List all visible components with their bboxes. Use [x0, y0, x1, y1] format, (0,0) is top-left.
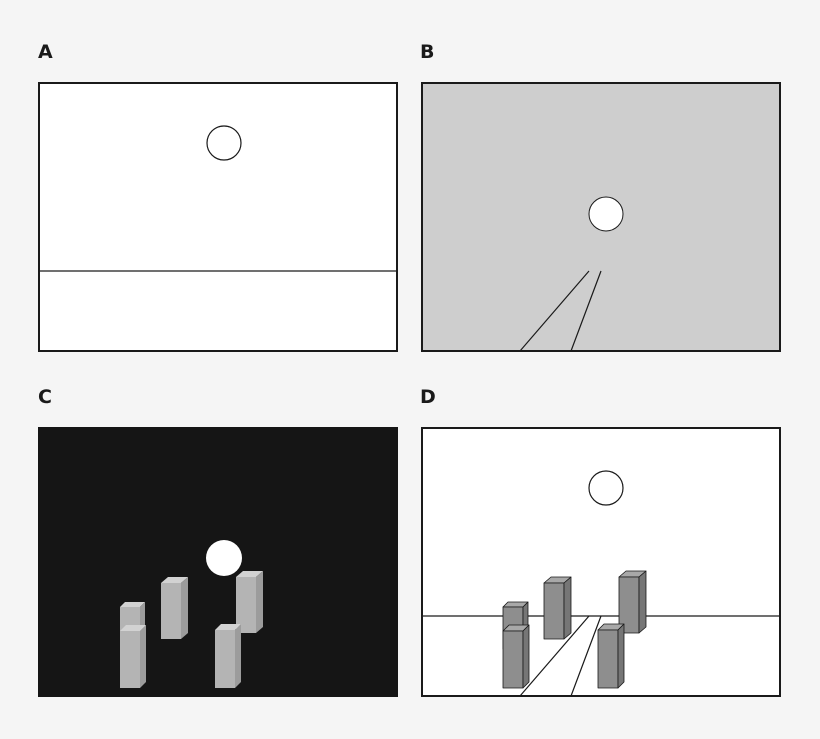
road-right-edge — [570, 270, 602, 352]
sun-icon — [588, 196, 624, 232]
panel-label-b: B — [420, 41, 435, 63]
panel-b-drawing — [421, 82, 781, 352]
panel-c-drawing — [38, 427, 398, 697]
building — [502, 624, 530, 689]
panel-b — [421, 82, 781, 352]
panel-a-drawing — [38, 82, 398, 352]
sun-icon — [206, 125, 242, 161]
panel-label-c: C — [38, 386, 52, 408]
building — [161, 577, 188, 639]
building — [236, 571, 263, 633]
panel-a-background — [38, 82, 398, 352]
panel-d-drawing — [421, 427, 781, 697]
building — [120, 625, 146, 688]
sun-icon — [588, 470, 624, 506]
panel-label-a: A — [38, 41, 53, 63]
panel-label-d: D — [420, 386, 436, 408]
road-left-edge — [519, 615, 590, 697]
building — [597, 623, 625, 689]
panel-d — [421, 427, 781, 697]
road-left-edge — [519, 270, 590, 352]
building — [543, 576, 572, 640]
building — [618, 570, 647, 634]
road-right-edge — [570, 615, 602, 697]
panel-a — [38, 82, 398, 352]
panel-c — [38, 427, 398, 697]
sun-icon — [206, 540, 242, 576]
building — [215, 624, 241, 688]
